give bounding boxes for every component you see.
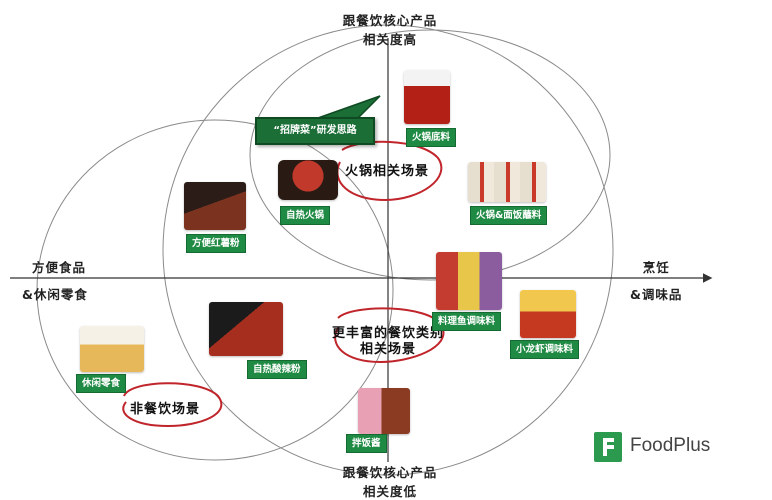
- dining-scene-line2: 相关场景: [360, 342, 417, 357]
- callout-pointer: [317, 95, 381, 119]
- outer-circle: [162, 24, 614, 476]
- dining-scene-label: 更丰富的餐饮类别 相关场景: [332, 326, 444, 358]
- crayfish-seasoning-image: [520, 290, 576, 338]
- snack-image: [80, 326, 144, 372]
- non-dining-scene-label: 非餐饮场景: [130, 402, 201, 417]
- scene-ellipses: [122, 140, 445, 428]
- hotpot-base-image: [404, 70, 450, 124]
- self-heating-hotpot-image: [278, 160, 338, 200]
- snack-tag: 休闲零食: [76, 374, 127, 393]
- sour-noodle-image: [209, 302, 283, 356]
- foodplus-logo: FoodPlus: [594, 432, 734, 462]
- axis-label-bottom: 跟餐饮核心产品 相关度低: [330, 462, 450, 500]
- hotpot-scene-ellipse: [336, 140, 443, 202]
- rice-sauce-image: [358, 388, 410, 434]
- axis-top-line2: 相关度高: [362, 32, 417, 47]
- instant-noodle-tag: 方便红薯粉: [186, 234, 246, 253]
- hotpot-dipping-tag: 火锅&面饭蘸料: [470, 206, 548, 225]
- dining-scene-ellipse: [334, 307, 445, 364]
- crayfish-seasoning-tag: 小龙虾调味料: [510, 340, 580, 359]
- axis-top-line1: 跟餐饮核心产品: [342, 13, 438, 28]
- dining-scene-line1: 更丰富的餐饮类别: [332, 326, 445, 341]
- axis-bottom-line1: 跟餐饮核心产品: [342, 465, 438, 480]
- hotpot-scene-label: 火锅相关场景: [345, 164, 430, 179]
- rice-sauce-tag: 拌饭酱: [346, 434, 387, 453]
- self-heating-hotpot-tag: 自热火锅: [280, 206, 331, 225]
- left-circle: [36, 119, 394, 461]
- fish-seasoning-tag: 料理鱼调味料: [432, 312, 502, 331]
- upper-right-circle: [249, 29, 611, 281]
- axis-bottom-line2: 相关度低: [362, 484, 417, 499]
- fish-seasoning-image: [436, 252, 502, 310]
- foodplus-logo-text: FoodPlus: [630, 435, 711, 456]
- signature-dish-callout: “招牌菜”研发思路: [255, 117, 375, 145]
- axis-right-line2: &调味品: [630, 287, 683, 302]
- axis-label-top: 跟餐饮核心产品 相关度高: [330, 10, 450, 48]
- instant-noodle-image: [184, 182, 246, 230]
- concentric-circles: [36, 24, 614, 476]
- axis-label-left: 方便食品 &休闲零食: [22, 257, 88, 303]
- axis-left-line2: &休闲零食: [22, 287, 88, 302]
- hotpot-base-tag: 火锅底料: [406, 128, 457, 147]
- hotpot-dipping-image: [468, 162, 546, 202]
- axis-label-right: 烹饪 &调味品: [630, 257, 682, 303]
- non-dining-scene-ellipse: [122, 382, 223, 428]
- foodplus-logo-icon: [594, 432, 622, 462]
- sour-noodle-tag: 自热酸辣粉: [247, 360, 307, 379]
- axis-left-line1: 方便食品: [32, 260, 87, 275]
- axis-right-line1: 烹饪: [642, 260, 670, 275]
